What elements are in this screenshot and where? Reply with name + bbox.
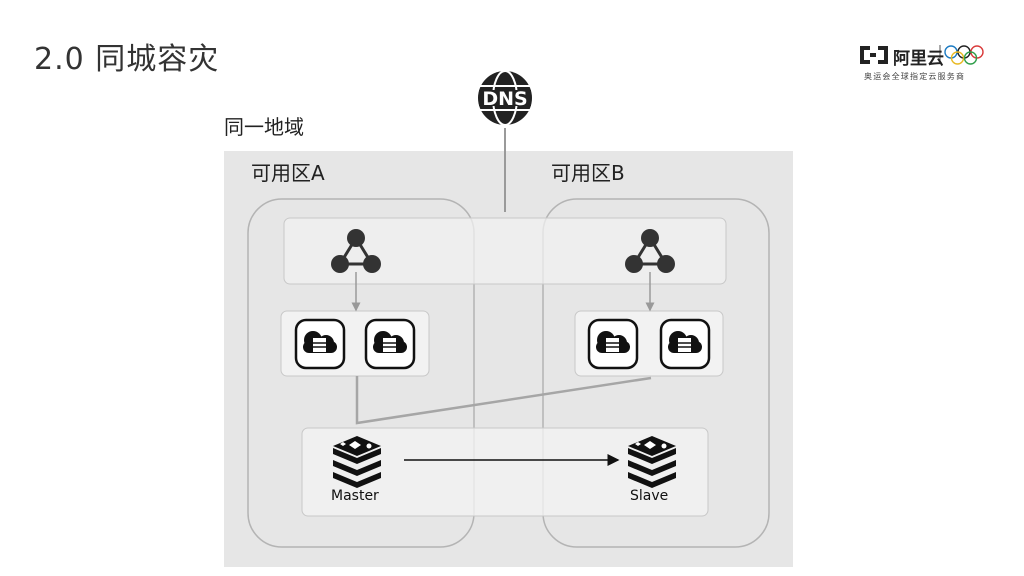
region-label: 同一地域 (224, 115, 304, 139)
master-label: Master (331, 488, 379, 504)
servers-to-db-link (355, 376, 652, 425)
slide-title: 2.0 同城容灾 (34, 42, 220, 77)
slave-label: Slave (630, 488, 669, 504)
redis-icon (333, 436, 381, 488)
dns-icon-text: DNS (482, 88, 527, 110)
aliyun-logo (860, 45, 984, 65)
database-box (301, 427, 709, 517)
cloud-server-icon (587, 318, 639, 370)
zone-a-label: 可用区A (251, 161, 325, 185)
cloud-server-icon (659, 318, 711, 370)
slb-bar (283, 217, 727, 285)
aliyun-mark-icon (860, 46, 888, 64)
zone-b-box (542, 198, 770, 548)
slb-icon (625, 229, 675, 273)
logo-brand: 阿里云 (893, 49, 944, 69)
dns-globe-icon: DNS (478, 70, 532, 126)
cloud-server-icon (364, 318, 416, 370)
cloud-server-icon (294, 318, 346, 370)
slb-icon (331, 229, 381, 273)
zone-a-box (247, 198, 475, 548)
olympic-rings-icon (944, 45, 984, 65)
zone-b-label: 可用区B (551, 161, 625, 185)
redis-icon (628, 436, 676, 488)
logo-tagline: 奥运会全球指定云服务商 (864, 72, 966, 81)
